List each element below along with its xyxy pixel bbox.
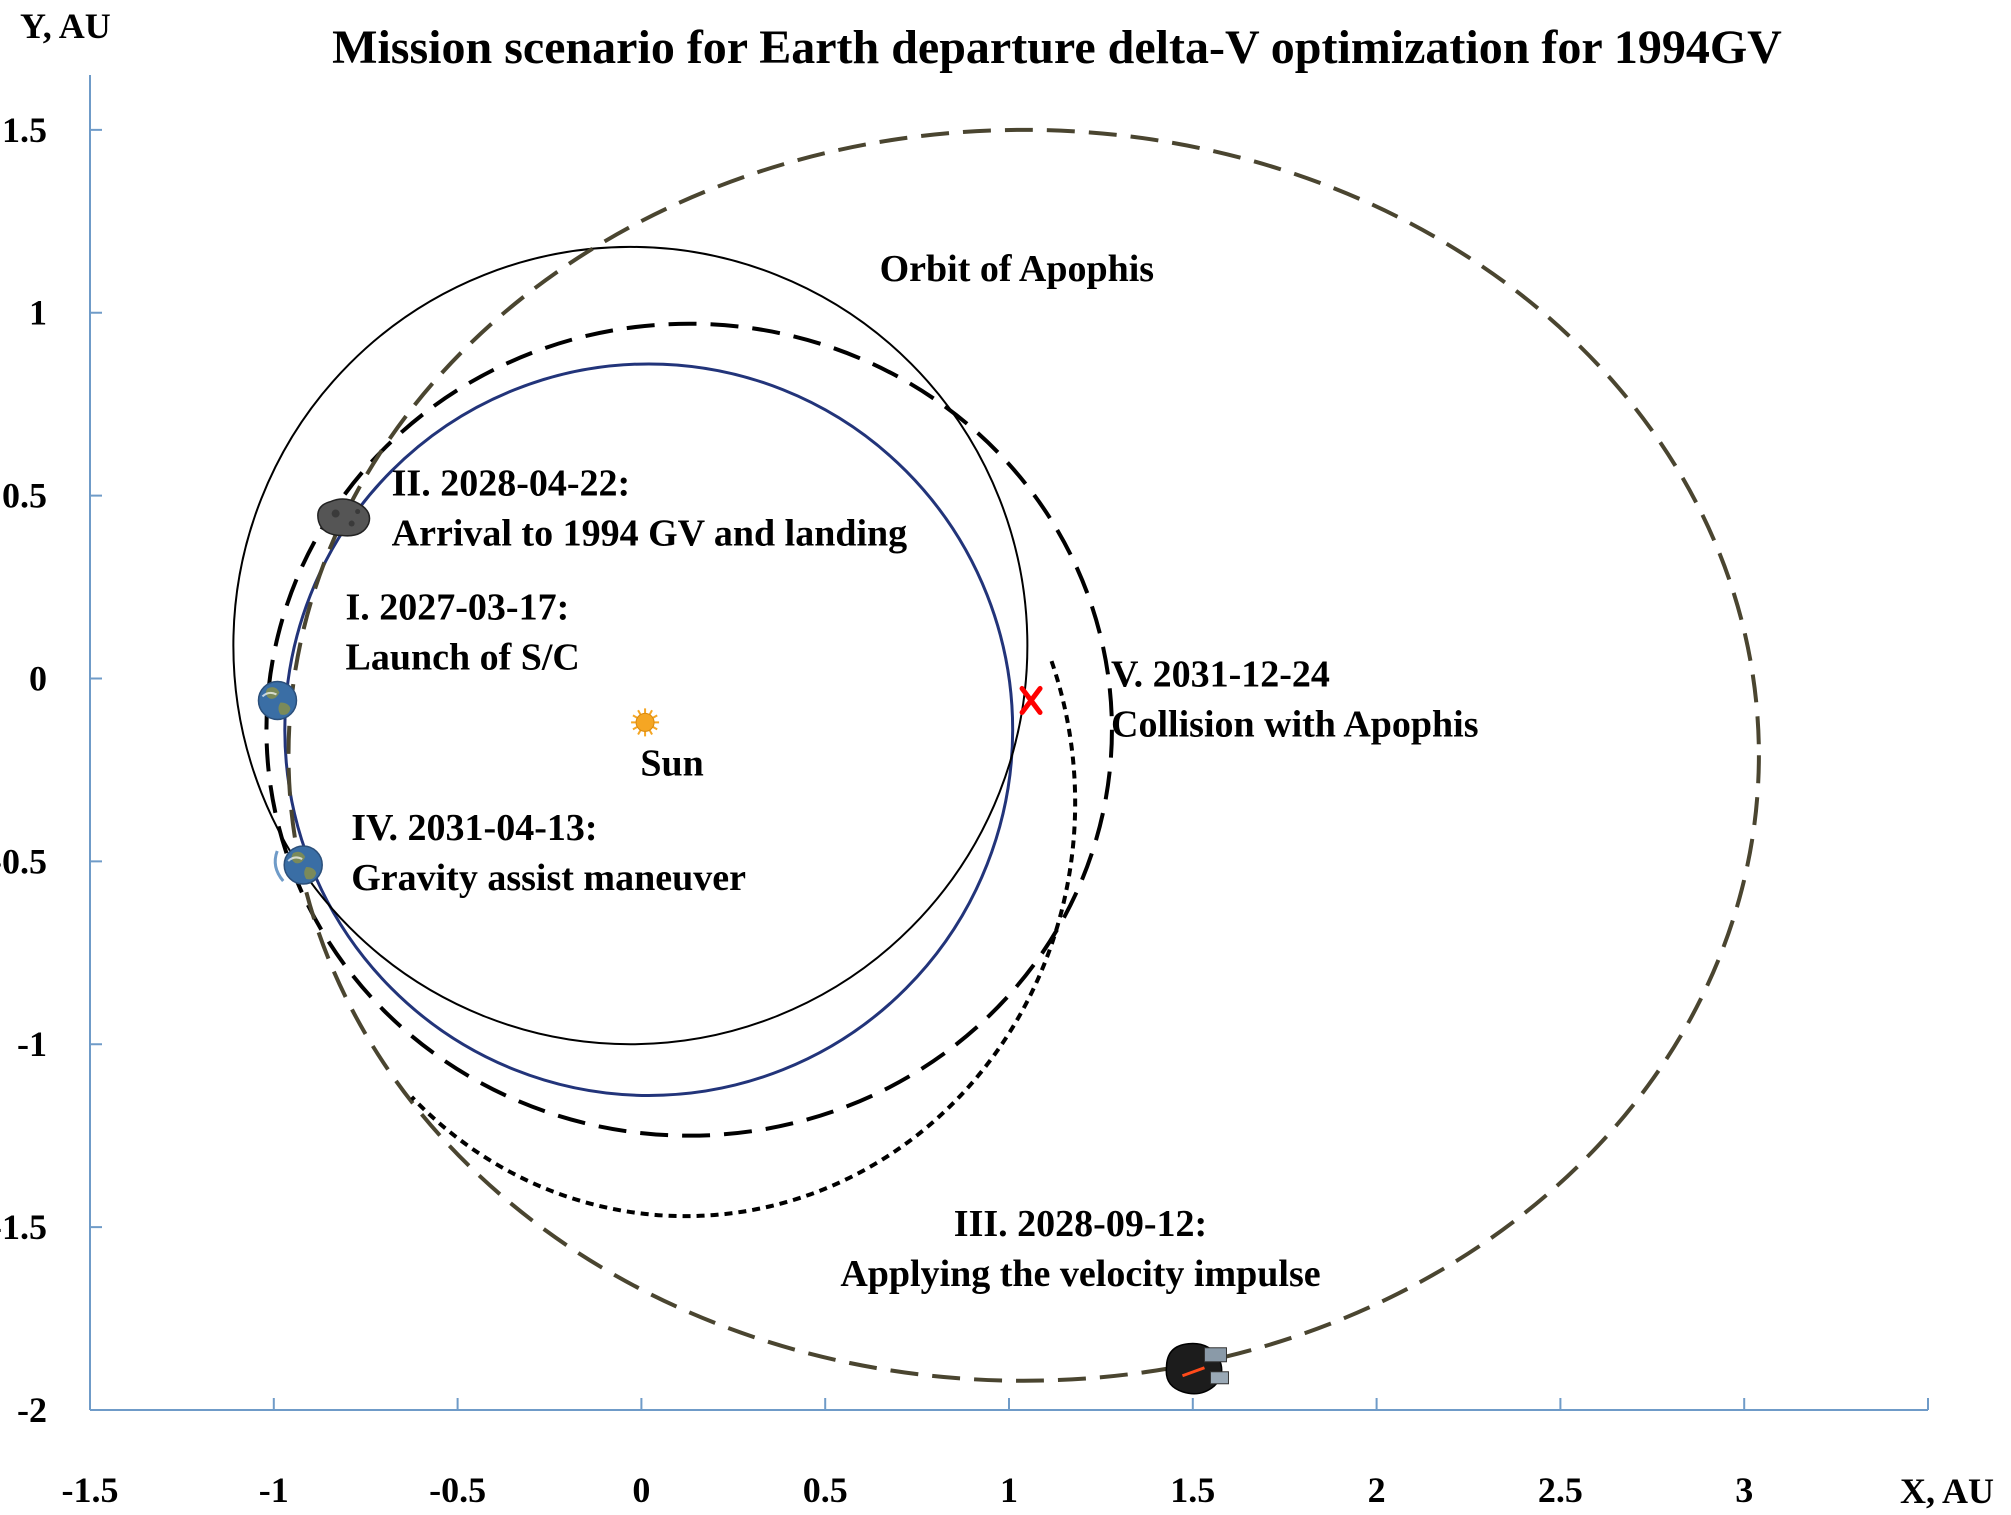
earth-ocean xyxy=(283,845,323,885)
orbit-arc-4 xyxy=(410,660,1078,1219)
markers-layer xyxy=(257,498,1229,1395)
orbits-layer xyxy=(232,127,1761,1383)
asteroid-body xyxy=(317,498,371,537)
event-v-collision-icon xyxy=(1019,685,1043,715)
event-iii-date-label: III. 2028-09-12: xyxy=(954,1203,1207,1245)
sun-ray xyxy=(648,709,653,716)
x-tick-label: 3 xyxy=(1735,1470,1753,1510)
sun-ray xyxy=(632,714,638,719)
y-tick-label: 0.5 xyxy=(2,476,47,516)
event-i-date-label: I. 2027-03-17: xyxy=(345,586,569,628)
earth-cloud xyxy=(261,691,277,698)
sun-ray xyxy=(632,726,638,731)
x-tick-label: 1.5 xyxy=(1170,1470,1215,1510)
event-ii-asteroid-icon xyxy=(317,498,371,537)
annotation-0: Orbit of Apophis xyxy=(880,248,1155,290)
event-ii-date-label: II. 2028-04-22: xyxy=(392,463,631,505)
sun-ray xyxy=(648,729,653,736)
event-v-description: Collision with Apophis xyxy=(1111,703,1478,745)
event-v-date-label: V. 2031-12-24 xyxy=(1111,653,1330,695)
y-tick-label: 1 xyxy=(29,293,47,333)
earth-land xyxy=(304,867,317,880)
x-axis-label: X, AU xyxy=(1900,1471,1994,1511)
asteroid-crater xyxy=(331,509,340,518)
apophis-orbit xyxy=(264,321,1114,1138)
y-tick-label: 0 xyxy=(29,658,47,698)
x-tick-label: 1 xyxy=(1000,1470,1018,1510)
x-tick-label: 0 xyxy=(632,1470,650,1510)
event-i-description: Launch of S/C xyxy=(345,636,579,678)
earth-land xyxy=(278,702,291,715)
asteroid-crater xyxy=(348,520,355,527)
x-tick-label: -1 xyxy=(259,1470,289,1510)
sun-disc xyxy=(635,712,655,732)
flyby-trajectory-icon xyxy=(273,850,285,883)
earth-cloud xyxy=(287,856,303,862)
x-tick-label: -1.5 xyxy=(62,1470,119,1510)
chart-title: Mission scenario for Earth departure del… xyxy=(332,21,1782,74)
y-tick-label: -1.5 xyxy=(0,1207,47,1247)
spacecraft-panel xyxy=(1209,1371,1229,1385)
axes-layer: -1.5 -1 -0.5 0 0.5 1 1.5 2 2.5 3 1.5 1 0.5 0 -0.5 -1 -1.… xyxy=(0,6,1994,1511)
sun-label: Sun xyxy=(640,742,703,784)
orbit-3 xyxy=(286,127,1761,1383)
sun-ray xyxy=(637,709,642,716)
thrust-plume xyxy=(1181,1366,1205,1378)
event-ii-description: Arrival to 1994 GV and landing xyxy=(392,513,908,555)
x-tick-label: 2 xyxy=(1368,1470,1386,1510)
y-tick-label: -0.5 xyxy=(0,841,47,881)
x-tick-label: 0.5 xyxy=(803,1470,848,1510)
earth-ocean xyxy=(257,680,298,721)
sun-icon xyxy=(631,708,660,737)
event-iv-description: Gravity assist maneuver xyxy=(351,857,746,899)
sun-ray xyxy=(652,726,658,731)
event-iii-asteroid-spacecraft-icon xyxy=(1165,1342,1229,1395)
x-tick-label: 2.5 xyxy=(1538,1470,1583,1510)
x-tick-label: -0.5 xyxy=(429,1470,486,1510)
event-iii-description: Applying the velocity impulse xyxy=(840,1253,1320,1295)
event-iv-earth-icon xyxy=(283,845,323,885)
sun-ray xyxy=(637,729,642,736)
orbit-1 xyxy=(232,245,1029,1046)
sun-ray xyxy=(652,714,658,719)
event-iv-date-label: IV. 2031-04-13: xyxy=(351,807,597,849)
asteroid-crater xyxy=(355,509,361,515)
event-i-earth-icon xyxy=(257,680,298,721)
orbit-0 xyxy=(283,362,1015,1097)
y-tick-label: -2 xyxy=(17,1390,47,1430)
spacecraft-panel xyxy=(1203,1347,1227,1363)
y-tick-label: 1.5 xyxy=(2,110,47,150)
y-tick-label: -1 xyxy=(17,1024,47,1064)
cross-stroke xyxy=(1019,685,1043,715)
y-axis-label: Y, AU xyxy=(20,6,111,46)
labels-layer: Sun I. 2027-03-17: Launch of S/C II. 2028-0… xyxy=(345,248,1478,1295)
